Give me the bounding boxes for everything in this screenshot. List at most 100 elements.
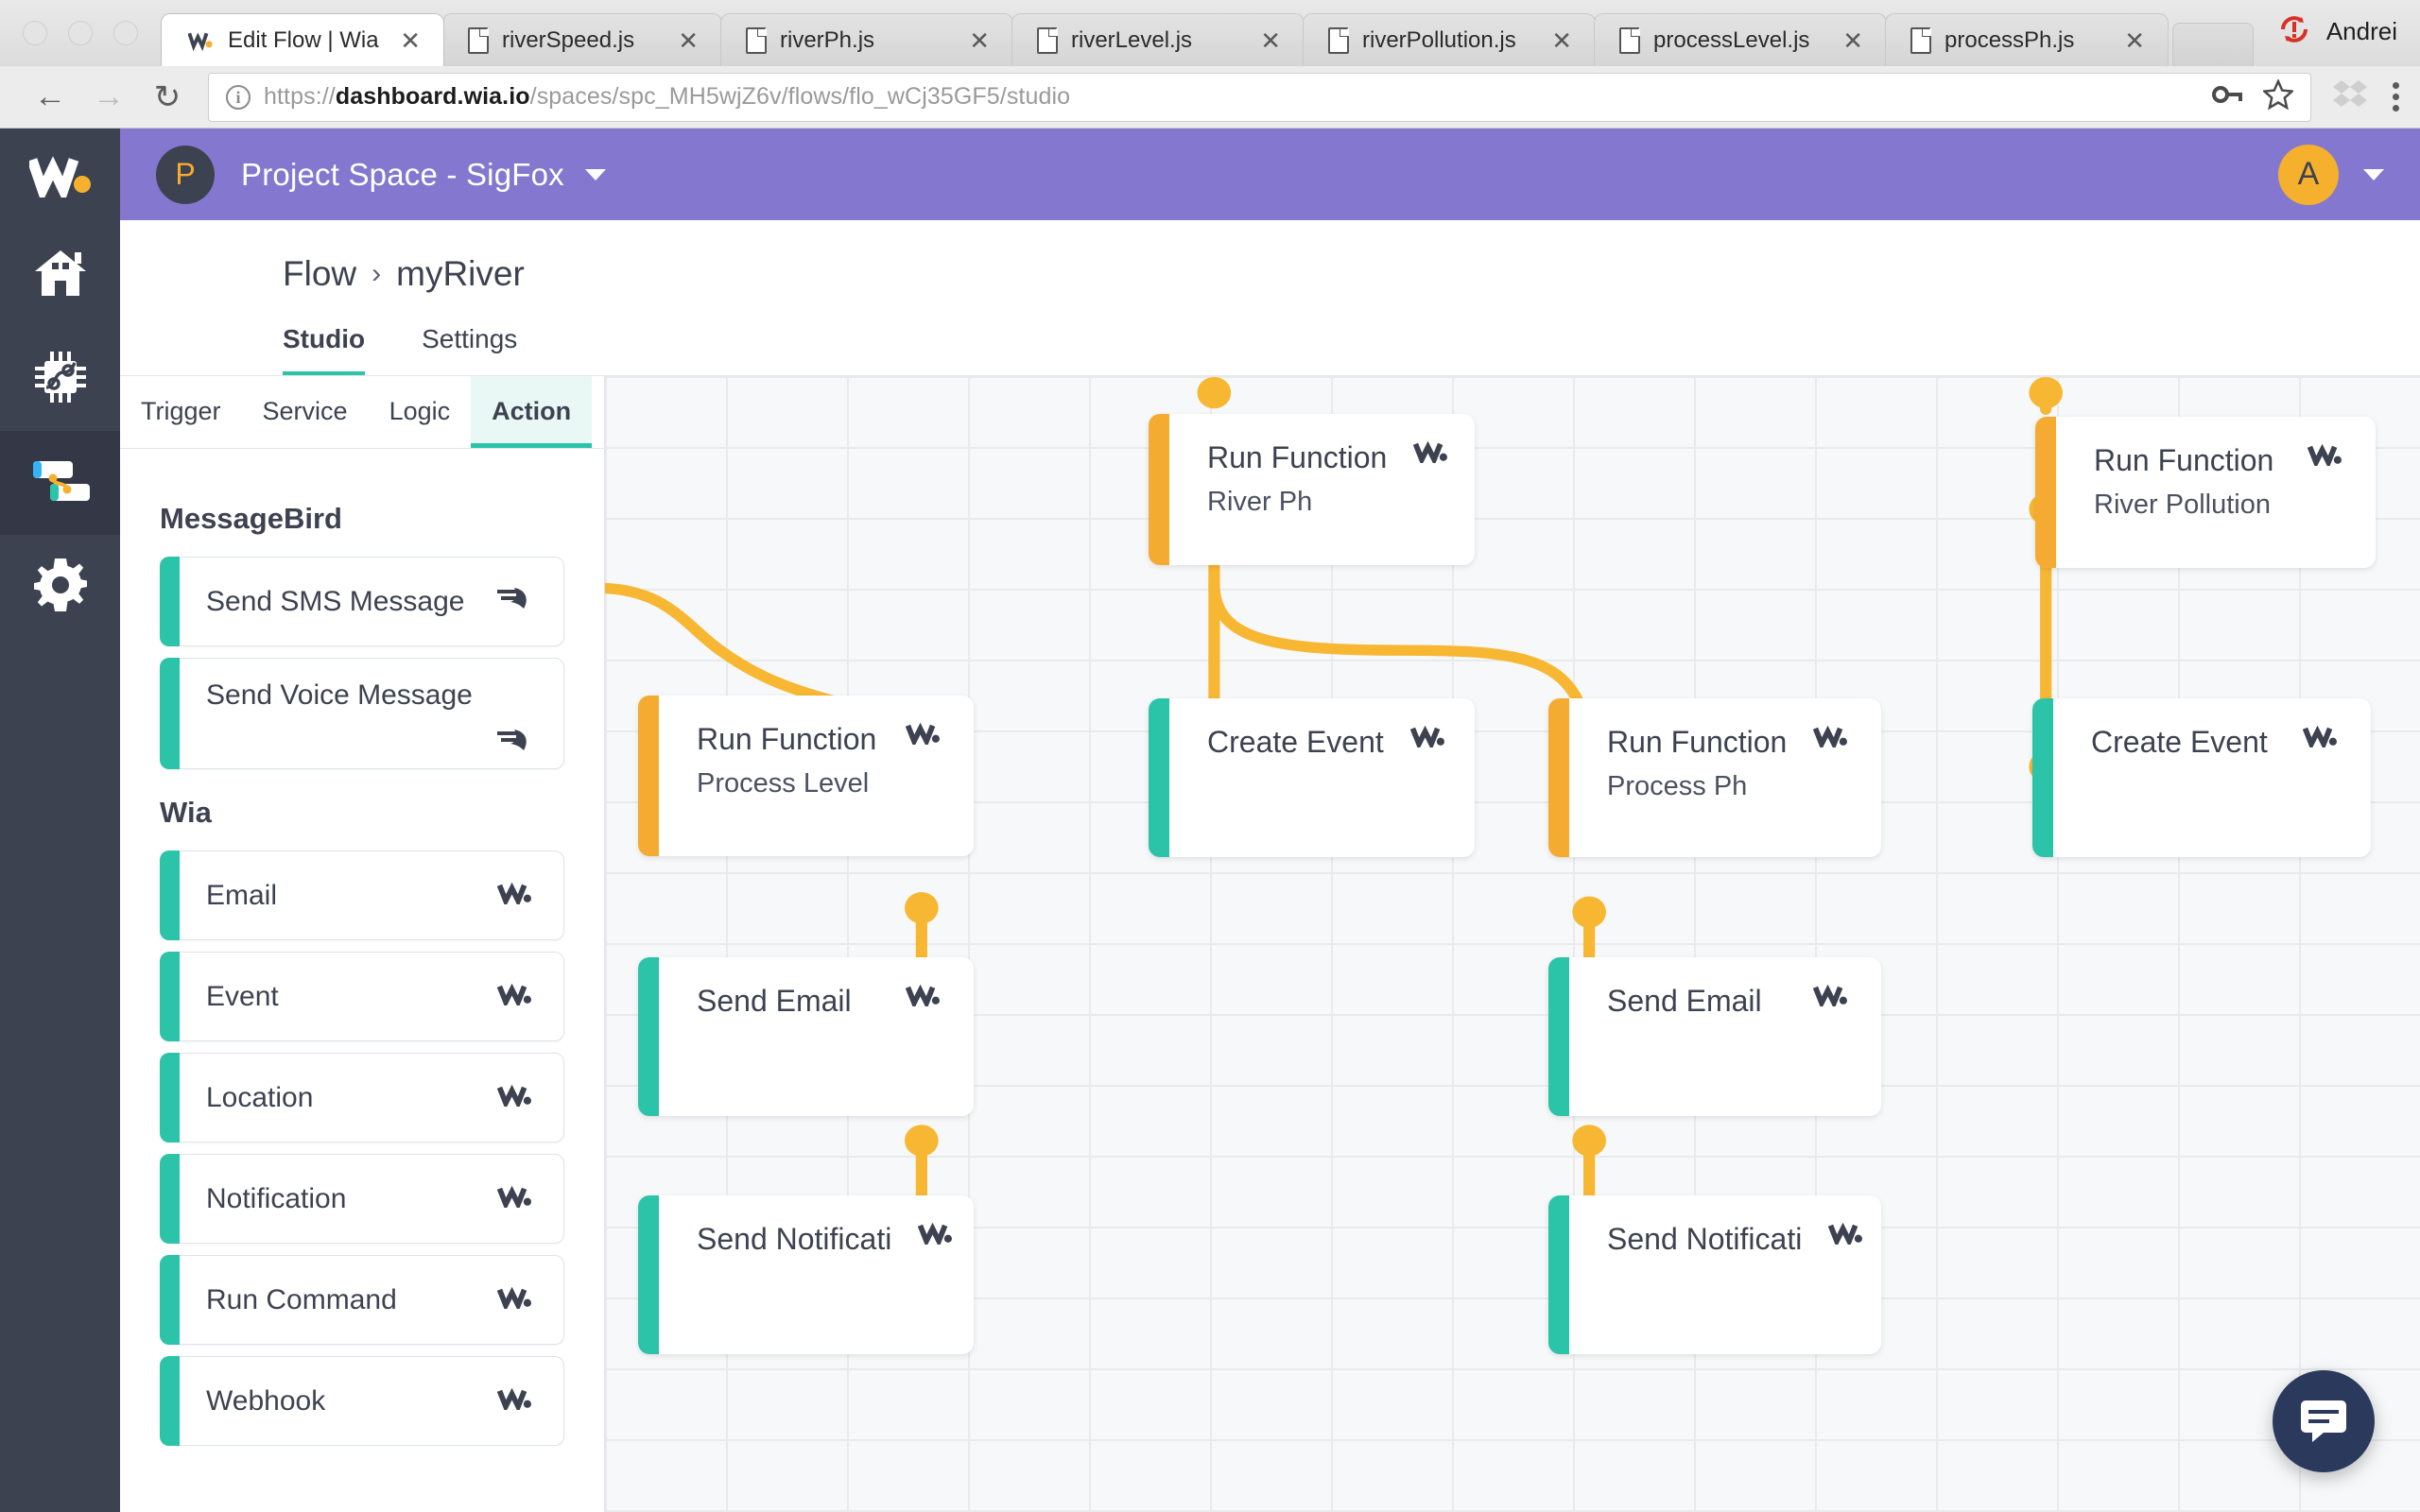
sidebar-item-home[interactable] xyxy=(0,223,120,327)
tab-trigger[interactable]: Trigger xyxy=(141,397,221,425)
flow-node-title: Run Function xyxy=(697,722,877,756)
tab-title: processPh.js xyxy=(1945,26,2075,53)
palette-item-label: Notification xyxy=(206,1182,347,1214)
space-avatar: P xyxy=(156,145,215,204)
flow-node-title: Create Event xyxy=(1207,725,1384,759)
browser-tab[interactable]: riverLevel.js ✕ xyxy=(1011,13,1305,66)
sidebar-item-devices[interactable] xyxy=(0,327,120,431)
close-icon[interactable]: ✕ xyxy=(2124,26,2145,55)
sync-error-icon[interactable] xyxy=(2277,14,2311,49)
password-key-icon[interactable] xyxy=(2212,83,2244,111)
flow-canvas[interactable]: Run Function River Ph Run Funct xyxy=(605,376,2420,1512)
palette-item-email[interactable]: Email xyxy=(160,850,564,940)
forward-button[interactable]: → xyxy=(93,78,125,114)
close-icon[interactable]: ✕ xyxy=(1260,26,1281,55)
tab-studio[interactable]: Studio xyxy=(283,315,366,375)
flow-node-title: Send Notificati xyxy=(697,1222,892,1256)
palette-item-run-command[interactable]: Run Command xyxy=(160,1255,564,1345)
close-icon[interactable]: ✕ xyxy=(400,26,421,55)
palette-item-send-sms-message[interactable]: Send SMS Message xyxy=(160,557,564,646)
browser-tab[interactable]: processPh.js ✕ xyxy=(1885,13,2169,66)
space-header: P Project Space - SigFox A xyxy=(120,129,2420,220)
close-icon[interactable]: ✕ xyxy=(1551,26,1572,55)
wia-icon xyxy=(1787,725,1848,752)
flow-node[interactable]: Create Event xyxy=(1149,698,1475,857)
flow-node[interactable]: Run Function River Pollution xyxy=(2035,417,2376,568)
flow-node-header: Send Email xyxy=(697,984,940,1019)
close-icon[interactable]: ✕ xyxy=(969,26,990,55)
palette-item-webhook[interactable]: Webhook xyxy=(160,1356,564,1446)
browser-tab[interactable]: processLevel.js ✕ xyxy=(1594,13,1887,66)
palette-item-label: Event xyxy=(206,980,279,1012)
palette-item-location[interactable]: Location xyxy=(160,1053,564,1143)
breadcrumb: Flow › myRiver xyxy=(283,254,2420,294)
site-info-icon[interactable]: i xyxy=(226,84,251,110)
browser-menu-icon[interactable] xyxy=(2393,82,2399,112)
page-tabs: Studio Settings xyxy=(283,315,2420,375)
browser-tab[interactable]: riverSpeed.js ✕ xyxy=(442,13,722,66)
wia-logo-icon[interactable] xyxy=(0,129,120,223)
bookmark-star-icon[interactable] xyxy=(2261,77,2295,114)
tab-logic[interactable]: Logic xyxy=(389,397,451,425)
tab-title: riverSpeed.js xyxy=(502,26,635,53)
wia-icon xyxy=(496,1084,531,1111)
palette-item-event[interactable]: Event xyxy=(160,952,564,1041)
flow-node[interactable]: Run Function Process Level xyxy=(638,696,974,856)
window-controls[interactable] xyxy=(23,21,161,66)
breadcrumb-root[interactable]: Flow xyxy=(283,254,357,293)
address-bar[interactable]: i https://dashboard.wia.io/spaces/spc_MH… xyxy=(208,72,2311,122)
gear-icon xyxy=(31,558,89,616)
chat-support-button[interactable] xyxy=(2273,1370,2375,1472)
browser-tab[interactable]: riverPollution.js ✕ xyxy=(1303,13,1596,66)
dropbox-extension-icon[interactable] xyxy=(2332,78,2368,115)
minimize-window-button[interactable] xyxy=(68,21,93,45)
url-scheme: https:// xyxy=(264,83,336,110)
wia-icon xyxy=(2276,725,2337,752)
browser-tab[interactable]: Edit Flow | Wia ✕ xyxy=(161,13,444,66)
tab-settings[interactable]: Settings xyxy=(422,324,518,353)
avatar[interactable]: A xyxy=(2278,144,2339,205)
sidebar-item-settings[interactable] xyxy=(0,535,120,639)
flow-node-header: Create Event xyxy=(1207,725,1444,760)
palette-item-notification[interactable]: Notification xyxy=(160,1154,564,1244)
device-chip-icon xyxy=(33,350,88,409)
chevron-down-icon[interactable] xyxy=(2363,168,2384,180)
tab-action[interactable]: Action xyxy=(471,376,593,448)
close-window-button[interactable] xyxy=(23,21,47,45)
flow-node[interactable]: Run Function River Ph xyxy=(1149,414,1475,565)
flow-node[interactable]: Create Event xyxy=(2032,698,2371,857)
messagebird-icon xyxy=(495,586,531,617)
flow-node[interactable]: Run Function Process Ph xyxy=(1548,698,1881,857)
palette-item-label: Location xyxy=(206,1081,314,1113)
maximize-window-button[interactable] xyxy=(113,21,138,45)
document-favicon-icon xyxy=(1328,26,1349,54)
palette-item-label: Webhook xyxy=(206,1384,326,1417)
reload-button[interactable]: ↻ xyxy=(153,78,182,115)
palette-item-send-voice-message[interactable]: Send Voice Message xyxy=(160,658,564,769)
flow-node[interactable]: Send Email xyxy=(638,957,974,1116)
chevron-down-icon[interactable] xyxy=(584,168,606,180)
user-menu[interactable]: A xyxy=(2278,144,2384,205)
flow-node-header: Run Function Process Level xyxy=(697,722,940,799)
wia-icon xyxy=(1787,984,1847,1011)
flow-node[interactable]: Send Email xyxy=(1548,957,1881,1116)
flow-node[interactable]: Send Notificati xyxy=(638,1195,974,1354)
flow-node[interactable]: Send Notificati xyxy=(1548,1195,1881,1354)
back-button[interactable]: ← xyxy=(34,78,66,114)
wia-favicon-icon xyxy=(186,26,215,55)
flow-node-subtitle: Process Ph xyxy=(1607,771,1748,801)
wia-icon xyxy=(496,983,531,1010)
wia-icon xyxy=(1387,440,1448,468)
flow-node-subtitle: Process Level xyxy=(697,768,870,799)
close-icon[interactable]: ✕ xyxy=(678,26,699,55)
tab-service[interactable]: Service xyxy=(262,397,348,425)
browser-toolbar: ← → ↻ i https://dashboard.wia.io/spaces/… xyxy=(0,66,2420,129)
new-tab-button[interactable] xyxy=(2172,23,2254,66)
close-icon[interactable]: ✕ xyxy=(1842,26,1863,55)
home-icon xyxy=(33,247,88,304)
flow-node-header: Run Function River Ph xyxy=(1207,440,1448,518)
profile-name[interactable]: Andrei xyxy=(2325,17,2397,45)
sidebar-item-flows[interactable] xyxy=(0,431,120,535)
browser-tab[interactable]: riverPh.js ✕ xyxy=(720,13,1013,66)
